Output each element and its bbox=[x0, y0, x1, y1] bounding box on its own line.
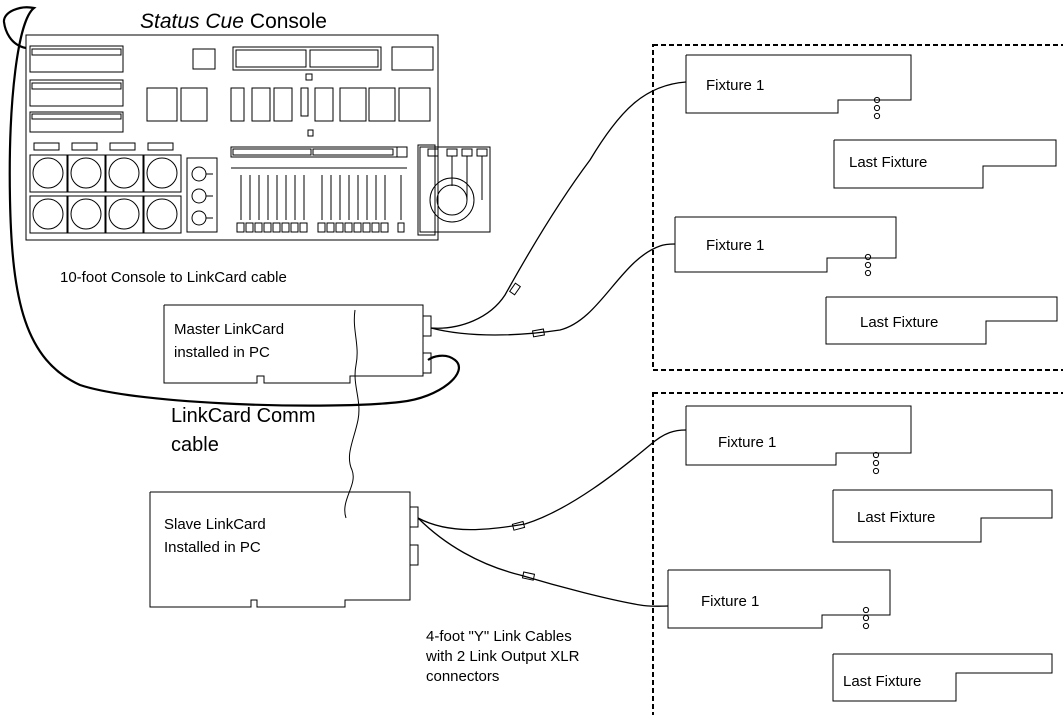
console-title-italic: Status Cue bbox=[140, 10, 244, 33]
fixture-chain-dots bbox=[862, 606, 870, 630]
slave-linkcard-label-line1: Slave LinkCard bbox=[164, 516, 266, 533]
console-title-plain: Console bbox=[250, 10, 327, 33]
cable-connector bbox=[521, 571, 536, 581]
cable-connector bbox=[531, 328, 546, 338]
console-encoder-knobs bbox=[29, 142, 218, 234]
fixture-last: Last Fixture bbox=[833, 139, 1057, 189]
y-cable-label-line3: connectors bbox=[426, 668, 499, 685]
console-title: Status Cue Console bbox=[140, 10, 327, 33]
y-cable-label-line2: with 2 Link Output XLR bbox=[425, 648, 580, 665]
console-display-slots bbox=[29, 45, 124, 133]
master-linkcard: Master LinkCard installed in PC bbox=[163, 304, 432, 384]
fixture-chain-dots bbox=[872, 451, 880, 475]
fixture-first: Fixture 1 bbox=[685, 405, 912, 466]
svg-text:Fixture 1: Fixture 1 bbox=[718, 434, 776, 451]
console-to-linkcard-cable bbox=[2, 6, 460, 407]
y-link-cables bbox=[417, 81, 687, 607]
svg-text:Last Fixture: Last Fixture bbox=[857, 509, 935, 526]
comm-cable-label-line1: LinkCard Comm bbox=[171, 405, 315, 427]
console-cable-label: 10-foot Console to LinkCard cable bbox=[60, 269, 287, 286]
console-trackball bbox=[417, 144, 491, 236]
svg-text:Fixture 1: Fixture 1 bbox=[701, 593, 759, 610]
slave-linkcard-label-line2: Installed in PC bbox=[164, 539, 261, 556]
master-linkcard-label-line1: Master LinkCard bbox=[174, 321, 284, 338]
svg-text:Last Fixture: Last Fixture bbox=[860, 314, 938, 331]
fixture-last: Last Fixture bbox=[825, 296, 1058, 345]
cable-connector bbox=[508, 282, 522, 296]
comm-cable-label-line2: cable bbox=[171, 434, 219, 456]
cable-connector bbox=[511, 520, 526, 531]
fixture-chain-dots bbox=[864, 253, 872, 277]
linkcard-comm-cable bbox=[344, 309, 360, 519]
svg-text:Fixture 1: Fixture 1 bbox=[706, 237, 764, 254]
master-linkcard-label-line2: installed in PC bbox=[174, 344, 270, 361]
status-cue-console bbox=[25, 34, 491, 241]
fixture-first: Fixture 1 bbox=[685, 54, 912, 114]
fixture-last: Last Fixture bbox=[832, 489, 1053, 543]
console-top-row bbox=[192, 46, 434, 81]
fixture-last: Last Fixture bbox=[832, 653, 1053, 702]
fader-tracks bbox=[240, 175, 402, 220]
fixture-first: Fixture 1 bbox=[667, 569, 891, 629]
fixture-first: Fixture 1 bbox=[674, 216, 897, 273]
y-cable-label-line1: 4-foot "Y" Link Cables bbox=[426, 628, 572, 645]
svg-text:Fixture 1: Fixture 1 bbox=[706, 77, 764, 94]
slave-linkcard: Slave LinkCard Installed in PC bbox=[149, 491, 419, 608]
fader-buttons bbox=[236, 222, 405, 233]
console-button-row bbox=[146, 87, 431, 137]
svg-text:Last Fixture: Last Fixture bbox=[843, 673, 921, 690]
fixture-group-slave bbox=[652, 392, 1063, 715]
svg-text:Last Fixture: Last Fixture bbox=[849, 154, 927, 171]
console-fader-section bbox=[230, 146, 408, 233]
fixture-chain-dots bbox=[873, 96, 881, 120]
